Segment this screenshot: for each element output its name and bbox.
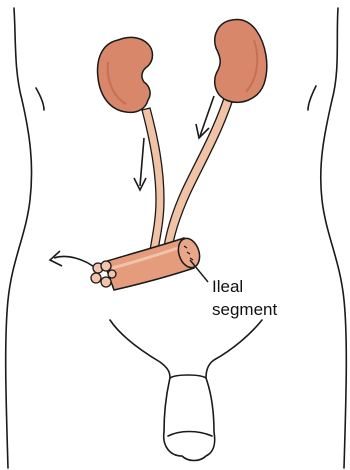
ileal-segment-leader-line [190, 260, 208, 282]
torso-outline [6, 8, 347, 468]
right-ureter [162, 92, 234, 262]
torso-left-edge [6, 8, 32, 468]
waist-crease-right [308, 86, 316, 110]
ileal-segment-label-line2: segment [212, 300, 277, 319]
groin-line-right [206, 320, 262, 378]
genitals [164, 375, 215, 461]
torso-right-edge [321, 8, 347, 468]
groin-line-left [110, 320, 170, 378]
kidneys [98, 19, 267, 112]
ileal-segment-label-line1: Ileal [212, 277, 243, 296]
stoma-flow-arrow [50, 251, 98, 270]
right-kidney [215, 19, 267, 102]
waist-crease-left [36, 88, 44, 110]
ileal-segment [91, 236, 203, 290]
left-flow-arrow [134, 138, 146, 190]
left-kidney [98, 37, 153, 112]
genitals-tip [168, 432, 212, 437]
left-ureter [142, 108, 164, 264]
